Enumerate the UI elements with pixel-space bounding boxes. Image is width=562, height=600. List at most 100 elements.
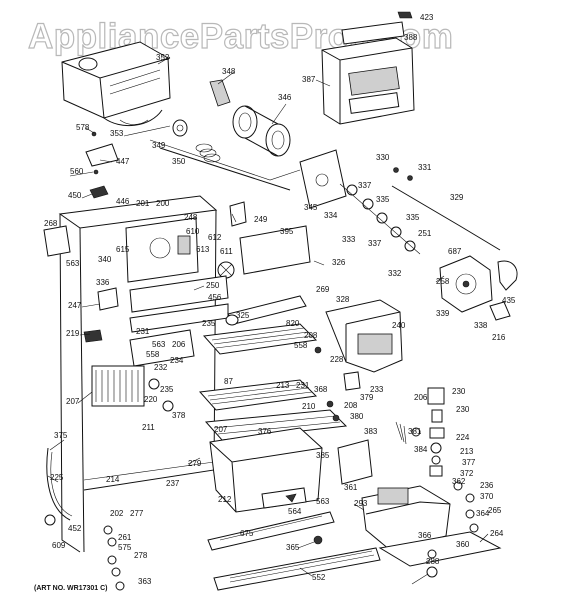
callout-labels: 423 388 352 387 348 346 578 353 349 350 … [44, 13, 516, 586]
callout-label: 435 [502, 296, 516, 305]
part-383 [411, 427, 421, 437]
callout-label: 214 [106, 475, 120, 484]
callout-label: 349 [152, 141, 166, 150]
callout-label: 361 [344, 483, 358, 492]
callout-label: 423 [420, 13, 434, 22]
callout-label: 248 [184, 213, 198, 222]
shroud-372 [337, 439, 373, 485]
callout-label: 339 [436, 309, 450, 318]
part-268 [43, 225, 71, 257]
callout-label: 370 [480, 492, 494, 501]
callout-label: 247 [68, 301, 82, 310]
part-240 [83, 329, 103, 343]
callout-label: 258 [436, 277, 450, 286]
callout-label: 611 [220, 247, 233, 256]
callout-label: 564 [288, 507, 302, 516]
callout-label: 447 [116, 157, 130, 166]
cover-250 [129, 275, 229, 313]
callout-label: 269 [316, 285, 330, 294]
callout-label: 378 [172, 411, 186, 420]
callout-label: 340 [98, 255, 112, 264]
callout-label: 331 [418, 163, 432, 172]
callout-label: 558 [294, 341, 308, 350]
part-328 [497, 260, 518, 291]
auger-rod [159, 147, 291, 191]
callout-label: 202 [110, 509, 124, 518]
callout-label: 363 [138, 577, 152, 586]
compressor-base-370 [361, 485, 451, 551]
callout-label: 230 [456, 405, 470, 414]
callout-label: 610 [186, 227, 200, 236]
part-609 [107, 555, 117, 565]
callout-label: 333 [342, 235, 356, 244]
callout-label: 213 [460, 447, 474, 456]
callout-label: 268 [44, 219, 58, 228]
dispenser-door-387 [321, 21, 415, 125]
callout-label: 249 [254, 215, 268, 224]
part-447 [85, 143, 119, 167]
callout-label: 612 [208, 233, 222, 242]
callout-label: 279 [188, 459, 202, 468]
callout-label: 225 [50, 473, 64, 482]
callout-label: 264 [490, 529, 504, 538]
callout-label: 288 [426, 557, 440, 566]
callout-label: 235 [160, 385, 174, 394]
callout-label: 337 [368, 239, 382, 248]
callout-label: 360 [456, 540, 470, 549]
callout-label: 575 [118, 543, 132, 552]
callout-label: 335 [376, 195, 390, 204]
callout-label: 387 [302, 75, 316, 84]
screw-578 [91, 131, 97, 137]
leader-lines [47, 56, 489, 585]
callout-label: 615 [116, 245, 130, 254]
part-363 [426, 566, 438, 578]
callout-label: 563 [66, 259, 80, 268]
part-265 [44, 514, 56, 526]
callout-label: 352 [156, 53, 170, 62]
callout-label: 395 [280, 227, 294, 236]
valve-stack [427, 387, 445, 477]
callout-label: 201 [136, 199, 150, 208]
callout-label: 384 [414, 445, 428, 454]
callout-label: 383 [364, 427, 378, 436]
part-452 [107, 537, 117, 547]
callout-label: 563 [152, 340, 166, 349]
callout-label: 353 [110, 129, 124, 138]
part-293 [103, 525, 113, 535]
callout-label: 251 [418, 229, 432, 238]
callout-label: 211 [142, 423, 155, 432]
shelf-206 [204, 409, 348, 441]
callout-label: 208 [344, 401, 358, 410]
callout-label: 293 [354, 499, 368, 508]
part-330 [393, 167, 399, 173]
callout-label: 236 [480, 481, 494, 490]
tube-224 [46, 447, 71, 521]
callout-label: 237 [166, 479, 180, 488]
callout-label: 366 [418, 531, 432, 540]
callout-label: 578 [76, 123, 90, 132]
panel-395 [239, 225, 311, 275]
callout-label: 335 [406, 213, 420, 222]
callout-label: 563 [316, 497, 330, 506]
callout-label: 207 [214, 425, 228, 434]
callout-label: 325 [236, 311, 250, 320]
callout-label: 348 [222, 67, 236, 76]
callout-label: 233 [370, 385, 384, 394]
callout-label: 450 [68, 191, 82, 200]
callout-label: 328 [336, 295, 350, 304]
callout-label: 365 [286, 543, 300, 552]
icemaker-820 [325, 299, 403, 373]
callout-label: 609 [52, 541, 66, 550]
screw-560 [93, 169, 99, 175]
callout-label: 380 [350, 412, 364, 421]
callout-label: 377 [462, 458, 476, 467]
callout-label: 329 [450, 193, 464, 202]
callout-label: 213 [276, 381, 290, 390]
callout-label: 231 [136, 327, 150, 336]
callout-label: 560 [70, 167, 84, 176]
callout-label: 219 [66, 329, 80, 338]
callout-label: 265 [488, 506, 502, 515]
callout-label: 87 [224, 377, 233, 386]
callout-label: 552 [312, 573, 326, 582]
motor-325 [439, 255, 493, 313]
